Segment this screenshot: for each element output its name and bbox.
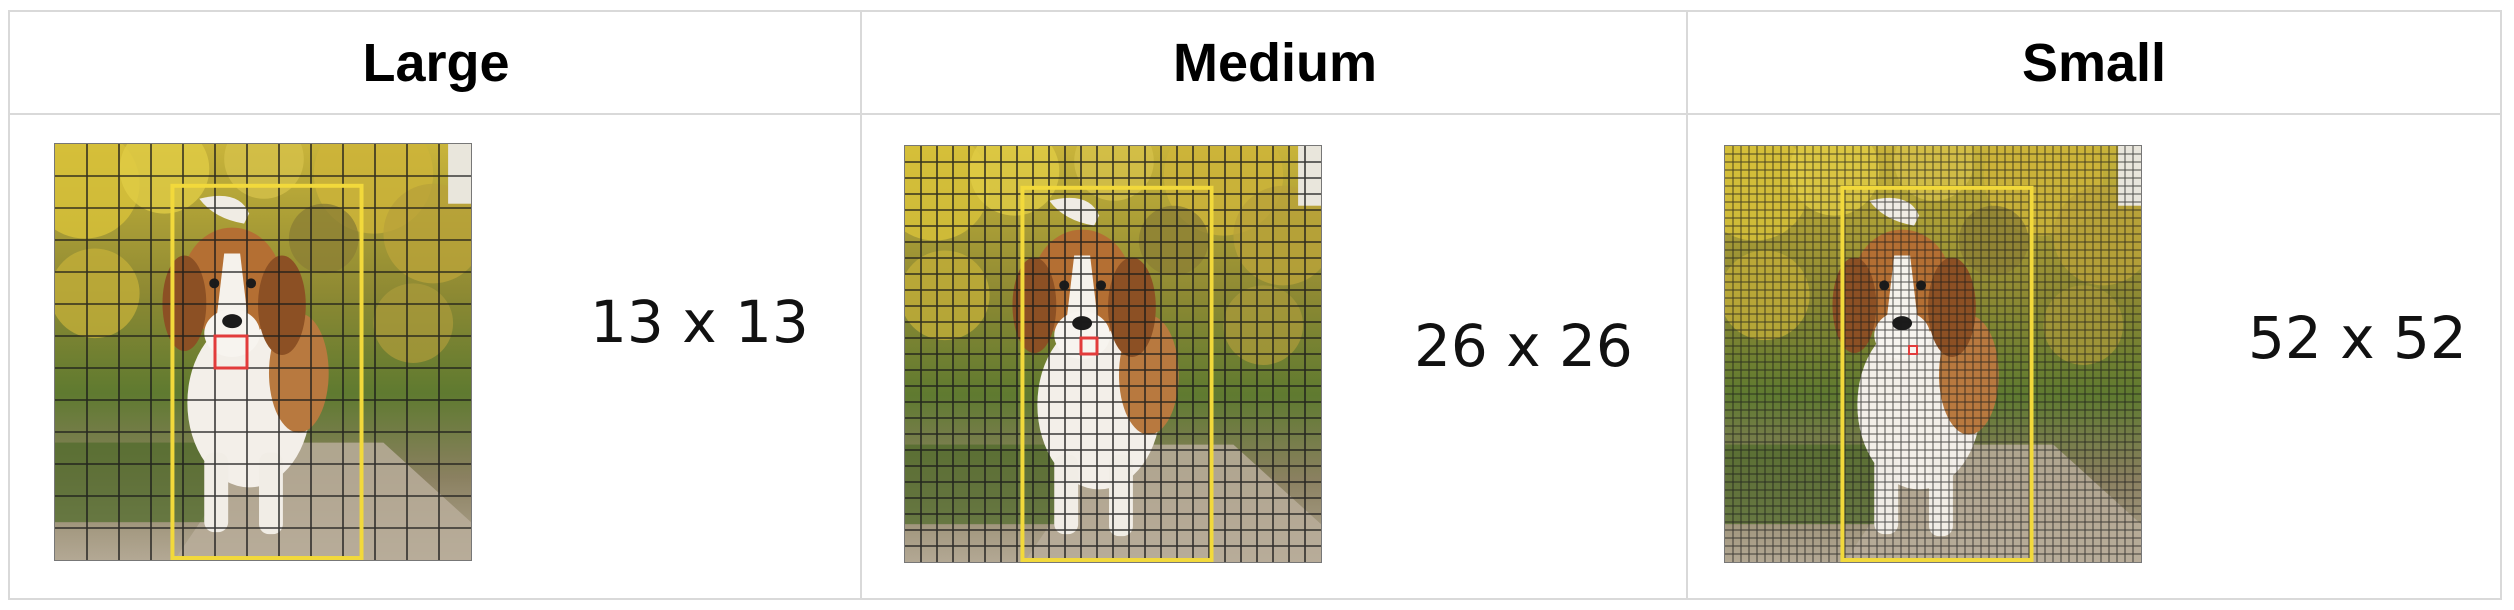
dog-nose xyxy=(1892,316,1913,331)
dog-ear-right xyxy=(258,255,306,355)
grid-size-label-large: 13 x 13 xyxy=(590,288,809,356)
foliage xyxy=(2053,185,2141,286)
dog-nose xyxy=(1072,316,1093,331)
bounding-box xyxy=(1020,185,1214,562)
header-small: Small xyxy=(1688,12,2500,115)
grid-overlay xyxy=(1725,146,2141,562)
dog-ear-left xyxy=(1832,257,1877,354)
grid-size-label-medium: 26 x 26 xyxy=(1414,312,1633,380)
foliage xyxy=(1223,285,1304,365)
foliage xyxy=(2043,285,2124,365)
foliage xyxy=(288,203,359,274)
grass xyxy=(1725,444,1875,525)
dog-eye-left xyxy=(1879,280,1890,291)
scales-table: Large Medium Small 13 x 13 26 x 26 52 x … xyxy=(8,10,2502,600)
dog-leg-left xyxy=(204,452,229,533)
foliage xyxy=(969,146,1060,216)
center-cell xyxy=(1079,336,1099,356)
sky-patch xyxy=(448,144,471,204)
grid-size-label-small: 52 x 52 xyxy=(2248,304,2467,372)
dog-leg-right xyxy=(259,452,283,535)
grass xyxy=(55,442,205,523)
foliage xyxy=(1789,146,1880,216)
dog-photo-small-grid xyxy=(1724,145,2142,563)
foliage xyxy=(1138,205,1209,276)
grass xyxy=(905,444,1055,525)
column-divider-2 xyxy=(1686,12,1688,598)
dog-eye-right xyxy=(246,278,257,289)
dog-ear-right xyxy=(1108,257,1156,357)
dog-tail xyxy=(1869,197,1920,226)
dog-photo-medium-grid xyxy=(904,145,1322,563)
dog-nose xyxy=(222,314,243,329)
header-large: Large xyxy=(10,12,862,115)
dog-eye-right xyxy=(1916,280,1927,291)
sky-patch xyxy=(2118,146,2141,206)
dog-tail xyxy=(1049,197,1100,226)
dog-eye-right xyxy=(1096,280,1107,291)
foliage xyxy=(119,144,210,214)
dog-photo-large-grid xyxy=(54,143,472,561)
dog-leg-right xyxy=(1109,454,1133,537)
foliage xyxy=(1958,205,2029,276)
grid-overlay xyxy=(905,146,1321,562)
column-divider-1 xyxy=(860,12,862,598)
sky-patch xyxy=(1298,146,1321,206)
foliage xyxy=(1725,250,1810,341)
bounding-box xyxy=(170,183,364,560)
center-cell xyxy=(213,334,249,370)
center-cell xyxy=(1908,345,1918,355)
grid-overlay xyxy=(55,144,471,560)
bounding-box xyxy=(1840,185,2034,562)
foliage xyxy=(373,283,454,363)
dog-ear-right xyxy=(1928,257,1976,357)
dog-tail xyxy=(199,195,250,224)
header-medium: Medium xyxy=(862,12,1688,115)
